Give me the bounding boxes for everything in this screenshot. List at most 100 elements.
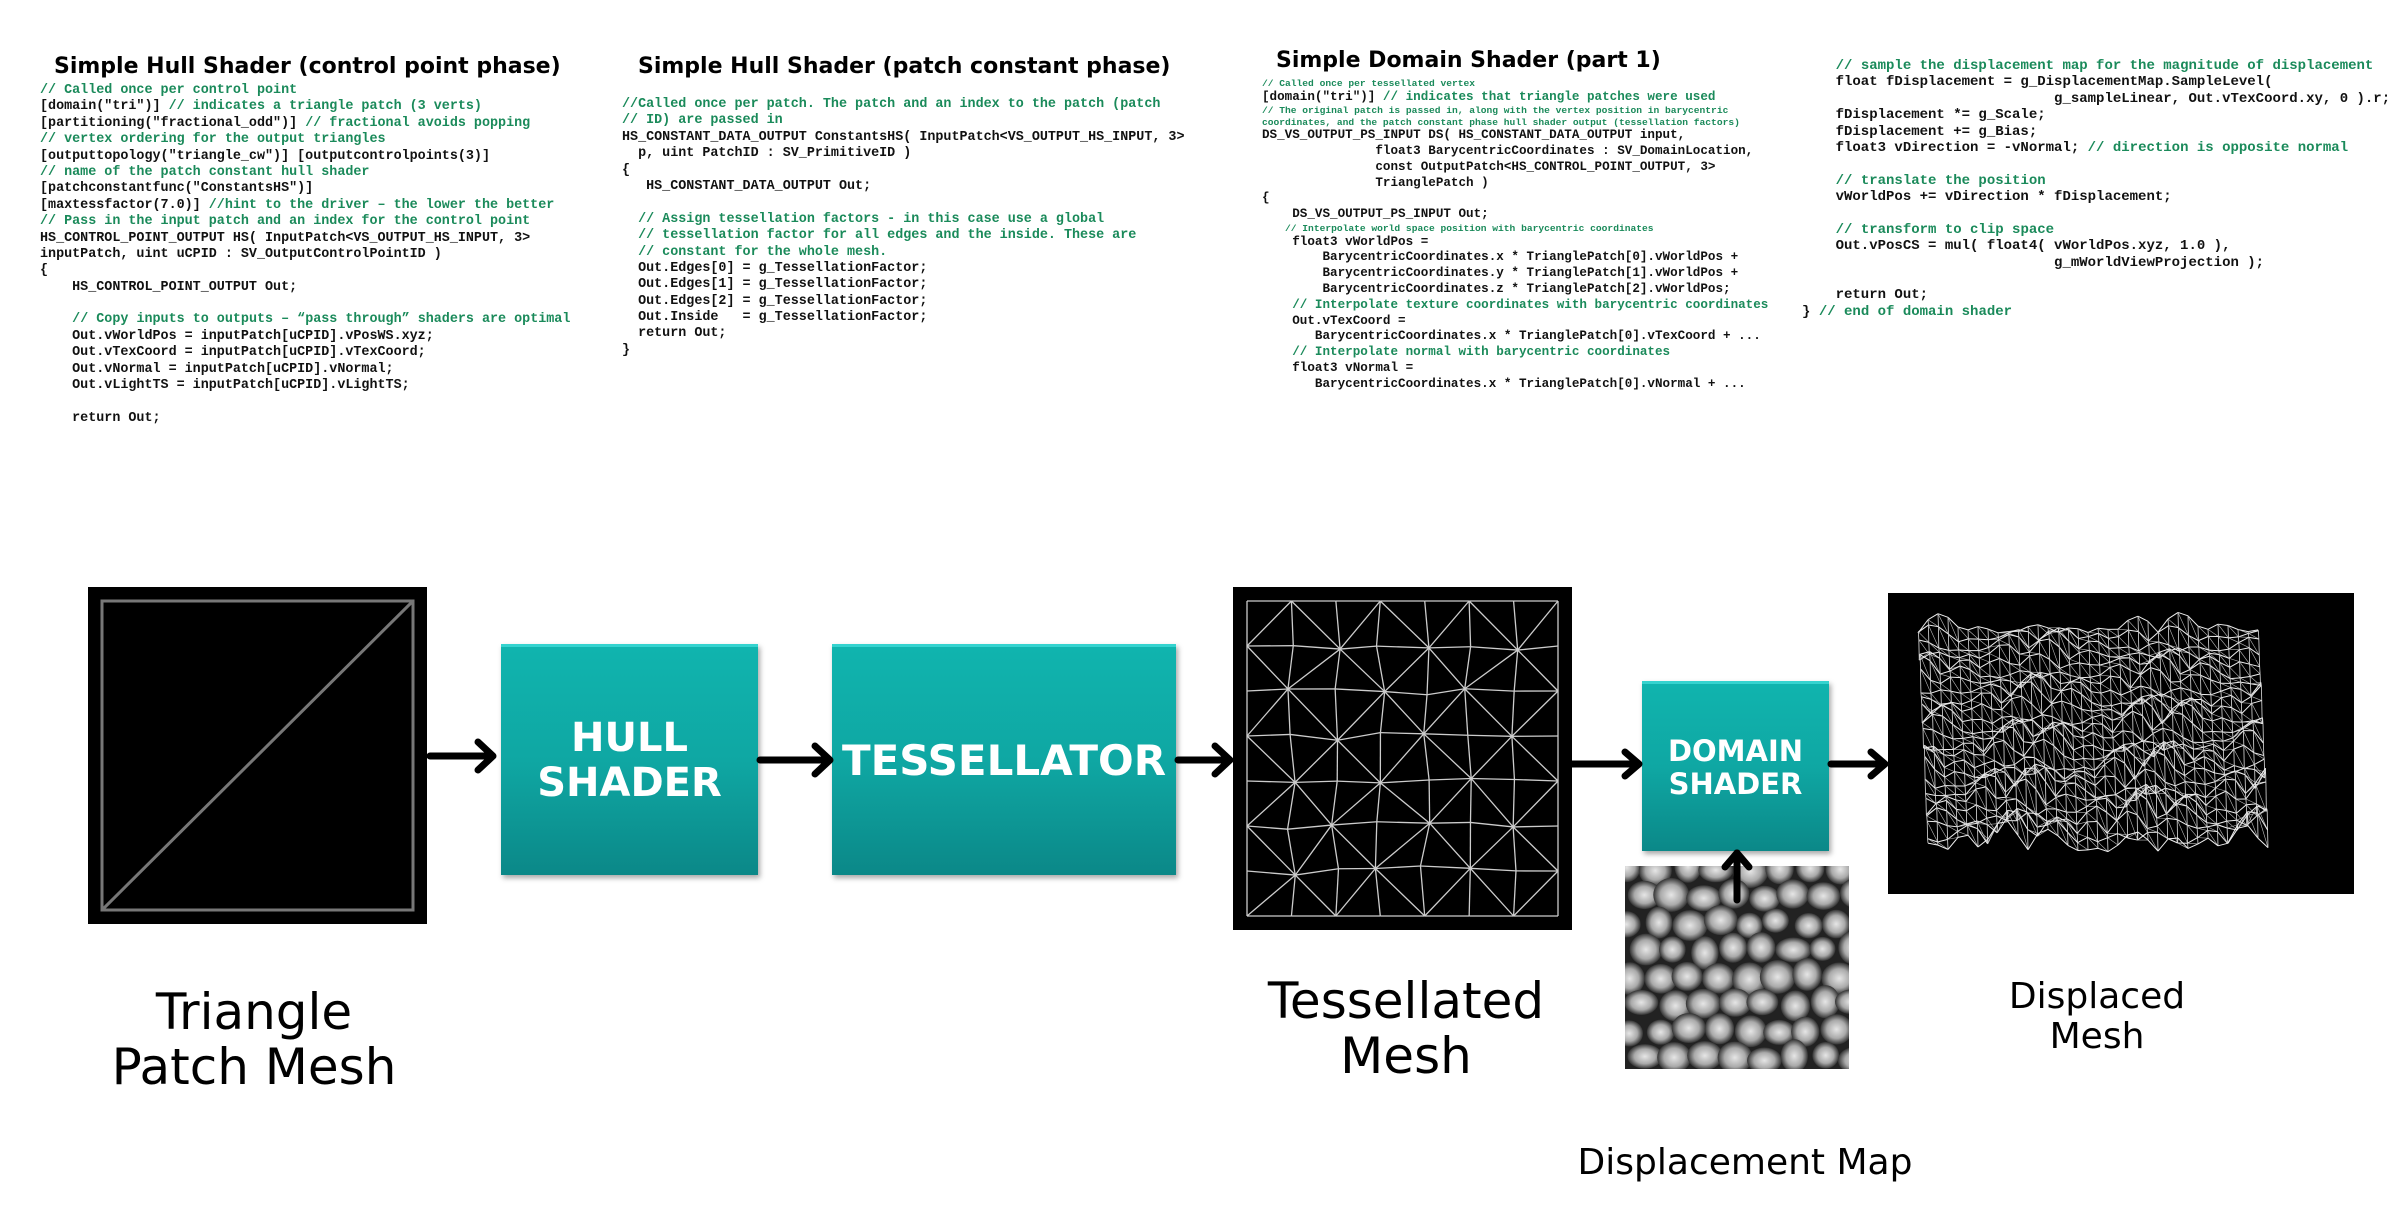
code-text: Out.vPosCS = mul( float4( vWorldPos.xyz,… (1802, 238, 2231, 255)
code-text: vWorldPos += vDirection * fDisplacement; (1802, 189, 2172, 206)
code-line: [maxtessfactor(7.0)] //hint to the drive… (40, 198, 570, 214)
code-text: const OutputPatch<HS_CONTROL_POINT_OUTPU… (1262, 159, 1716, 174)
code-text: Out.Edges[2] = g_TessellationFactor; (622, 293, 928, 309)
domain-title: Simple Domain Shader (part 1) (1276, 48, 1661, 73)
code-comment: coordinates, and the patch constant phas… (1262, 116, 1740, 128)
code-comment: // name of the patch constant hull shade… (40, 164, 370, 180)
code-text: float3 BarycentricCoordinates : SV_Domai… (1262, 144, 1754, 159)
code-text: BarycentricCoordinates.z * TrianglePatch… (1262, 281, 1731, 296)
code-comment: // transform to clip space (1835, 221, 2055, 238)
displacement-cell (1746, 932, 1776, 963)
code-line: float3 vWorldPos = (1262, 235, 1768, 251)
code-line: fDisplacement *= g_Scale; (1802, 107, 2390, 123)
code-line: float3 BarycentricCoordinates : SV_Domai… (1262, 144, 1768, 160)
code-line: // The original patch is passed in, alon… (1262, 105, 1768, 117)
displacement-cell (1644, 963, 1678, 994)
code-text: Out.vTexCoord = (1262, 313, 1406, 328)
displacement-cell (1659, 990, 1692, 1022)
code-text: HS_CONTROL_POINT_OUTPUT Out; (40, 279, 298, 295)
code-line: // tessellation factor for all edges and… (622, 228, 1185, 244)
code-text: [maxtessfactor(7.0)] (40, 197, 209, 213)
code-text: { (1262, 191, 1270, 206)
displacement-cell (1704, 1013, 1735, 1045)
displacement-cell (1671, 1013, 1706, 1044)
arrow-icon (426, 738, 497, 774)
code-comment: // vertex ordering for the output triang… (40, 132, 386, 148)
code-comment: // indicates that triangle patches were … (1382, 89, 1716, 104)
code-line: float3 vNormal = (1262, 361, 1768, 377)
displacement-cell (1763, 1019, 1796, 1045)
domain-code-part2: // sample the displacement map for the m… (1802, 58, 2390, 320)
displacement-cell (1702, 963, 1735, 994)
hull-cp-code: // Called once per control point[domain(… (40, 83, 570, 427)
code-comment: // Interpolate texture coordinates with … (1292, 297, 1769, 312)
code-text: Out.vLightTS = inputPatch[uCPID].vLightT… (40, 378, 410, 394)
code-text: g_mWorldViewProjection ); (1802, 254, 2265, 271)
displacement-cell (1810, 985, 1840, 1019)
code-text: { (622, 162, 631, 178)
arrow-icon (1174, 742, 1234, 778)
code-text: HS_CONTROL_POINT_OUTPUT HS( InputPatch<V… (40, 230, 531, 246)
code-line: // name of the patch constant hull shade… (40, 165, 570, 181)
code-line: coordinates, and the patch constant phas… (1262, 117, 1768, 129)
code-text: Out.Edges[1] = g_TessellationFactor; (622, 277, 928, 293)
code-text: p, uint PatchID : SV_PrimitiveID ) (622, 146, 912, 162)
code-line: // Interpolate texture coordinates with … (1262, 298, 1768, 314)
triangle-patch-label: Triangle Patch Mesh (104, 985, 404, 1095)
code-line: Out.vNormal = inputPatch[uCPID].vNormal; (40, 362, 570, 378)
code-line: const OutputPatch<HS_CONTROL_POINT_OUTPU… (1262, 160, 1768, 176)
code-comment: //Called once per patch. The patch and a… (622, 97, 1161, 112)
tessellated-mesh-label: Tessellated Mesh (1256, 974, 1556, 1084)
code-comment: // tessellation factor for all edges and… (638, 228, 1137, 244)
code-text: return Out; (40, 410, 161, 426)
arrow-icon (1721, 849, 1753, 904)
code-text: inputPatch, uint uCPID : SV_OutputContro… (40, 246, 442, 262)
code-line: Out.vTexCoord = inputPatch[uCPID].vTexCo… (40, 345, 570, 361)
code-line: HS_CONSTANT_DATA_OUTPUT ConstantsHS( Inp… (622, 130, 1185, 146)
code-line: // constant for the whole mesh. (622, 245, 1185, 261)
displacement-cell (1629, 933, 1663, 966)
code-line: Out.vWorldPos = inputPatch[uCPID].vPosWS… (40, 329, 570, 345)
code-line: // translate the position (1802, 173, 2390, 189)
code-line: BarycentricCoordinates.x * TrianglePatch… (1262, 329, 1768, 345)
code-comment: // Interpolate world space position with… (1285, 223, 1654, 235)
code-comment: // Interpolate normal with barycentric c… (1292, 345, 1671, 360)
code-text: DS_VS_OUTPUT_PS_INPUT Out; (1262, 207, 1489, 222)
code-line: // vertex ordering for the output triang… (40, 132, 570, 148)
code-text: [domain("tri")] (40, 99, 169, 115)
code-line: BarycentricCoordinates.y * TrianglePatch… (1262, 266, 1768, 282)
displacement-cell (1746, 988, 1779, 1016)
domain-shader-line1: DOMAIN (1667, 734, 1804, 769)
code-line: HS_CONSTANT_DATA_OUTPUT Out; (622, 179, 1185, 195)
displacement-cell (1794, 913, 1823, 939)
code-line: [patchconstantfunc("ConstantsHS")] (40, 181, 570, 197)
code-text: Out.Edges[0] = g_TessellationFactor; (622, 260, 928, 276)
code-comment: // sample the displacement map for the m… (1835, 58, 2374, 74)
triangle-patch-label-line1: Triangle (155, 983, 353, 1041)
code-line: DS_VS_OUTPUT_PS_INPUT DS( HS_CONSTANT_DA… (1262, 128, 1768, 144)
code-line: { (622, 163, 1185, 179)
code-text: BarycentricCoordinates.x * TrianglePatch… (1262, 329, 1761, 344)
tessellated-label-line2: Mesh (1340, 1027, 1472, 1085)
code-comment: //hint to the driver – the lower the bet… (208, 197, 555, 213)
code-line: BarycentricCoordinates.z * TrianglePatch… (1262, 282, 1768, 298)
arrow-icon (1568, 748, 1643, 780)
displacement-cell (1717, 1041, 1753, 1074)
displacement-cell (1718, 988, 1752, 1017)
code-line: BarycentricCoordinates.x * TrianglePatch… (1262, 250, 1768, 266)
code-text: float3 vNormal = (1262, 360, 1414, 375)
displacement-cell (1762, 908, 1789, 933)
code-comment: // Copy inputs to outputs – “pass throug… (72, 312, 571, 328)
displacement-cell (1719, 932, 1748, 963)
code-line: inputPatch, uint uCPID : SV_OutputContro… (40, 247, 570, 263)
code-line: //Called once per patch. The patch and a… (622, 97, 1185, 113)
code-line: return Out; (1802, 287, 2390, 303)
code-text: HS_CONSTANT_DATA_OUTPUT Out; (622, 178, 872, 194)
code-line: // transform to clip space (1802, 222, 2390, 238)
code-line: // ID) are passed in (622, 113, 1185, 129)
code-comment: // Assign tessellation factors - in this… (638, 211, 1105, 227)
code-comment: // The original patch is passed in, alon… (1262, 105, 1729, 117)
code-line: { (40, 263, 570, 279)
code-text: BarycentricCoordinates.y * TrianglePatch… (1262, 266, 1739, 281)
